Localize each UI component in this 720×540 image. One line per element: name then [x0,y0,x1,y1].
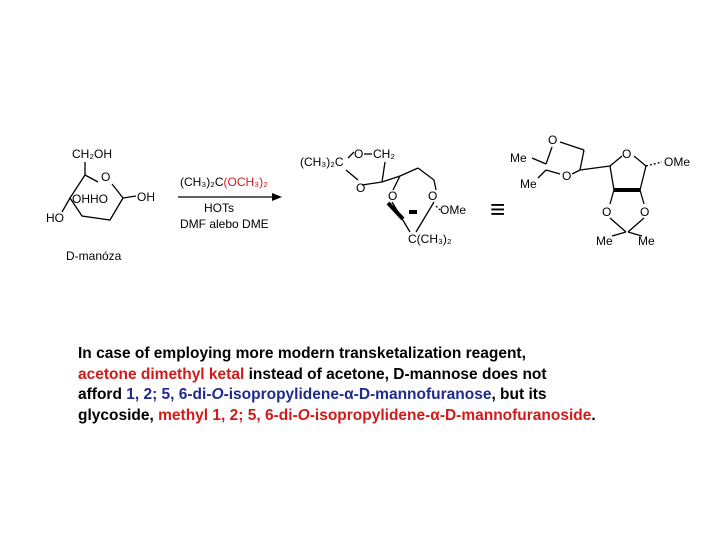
catalyst-label: HOTs [204,201,234,215]
caption-line-2: acetone dimethyl ketal instead of aceton… [78,365,547,383]
acetonide-o-right: O [640,205,649,219]
bond [559,141,585,151]
reaction-scheme: CH₂OH O OH OHHO HO D-manóza (CH₃)₂C(OCH₃… [46,133,690,263]
d-mannose-structure: CH₂OH O OH OHHO HO D-manóza [46,147,155,263]
mannofuranoside-term: methyl 1, 2; 5, 6-di-O-isopropylidene-α-… [158,406,592,424]
product-o-side-label: O [356,181,365,195]
product-top-cme2-label: (CH₃)₂C [300,155,344,169]
solvent-label: DMF alebo DME [180,217,269,231]
arrowhead [272,193,282,201]
product-o-left-label: O [388,189,397,203]
bond [609,165,615,191]
haworth-ome-label: OMe [664,155,690,169]
bond [639,189,645,205]
haworth-structure: Me Me O O O OMe O O Me Me [510,133,690,248]
reagent-label: (CH₃)₂C(OCH₃)₂ [180,175,268,189]
pyranose-ring [69,174,124,221]
bond [639,165,647,191]
acetonide-o-left: O [602,205,611,219]
bond [381,175,401,183]
ohho-label: OHHO [72,192,108,206]
dashed-bond [645,161,663,167]
me-label-2: Me [520,177,537,191]
bond [399,167,419,177]
bond [433,179,437,191]
bond [361,181,383,186]
bond [571,169,581,175]
mannofuranose-term: 1, 2; 5, 6-di-O-isopropylidene-α-D-manno… [126,386,492,403]
bond [627,231,643,237]
bond [345,169,359,181]
me-label-4: Me [638,234,655,248]
bond [122,195,137,199]
bond [609,217,627,233]
bond [545,169,561,175]
product-o-top-label: O [354,147,363,161]
bond [537,169,547,179]
me-label-1: Me [510,151,527,165]
bond [392,175,401,191]
bond [611,231,627,237]
bond [347,151,355,159]
bond [579,165,611,171]
reaction-arrow-group: (CH₃)₂C(OCH₃)₂ HOTs DMF alebo DME [178,175,282,231]
product-o-right-label: O [428,189,437,203]
bond [84,174,99,183]
oh-anomeric-label: OH [137,190,155,204]
caption-line-4: glycoside, methyl 1, 2; 5, 6-di-O-isopro… [78,406,596,424]
bond [415,201,435,233]
wedge-bond [386,201,405,221]
dashed-bond [435,205,441,211]
caption-line-1: In case of employing more modern transke… [78,345,526,362]
product-bottom-cme2-label: C(CH₃)₂ [408,232,452,246]
bond [417,167,435,181]
caption-text: In case of employing more modern transke… [78,344,698,426]
equivalence-sign: ≡ [490,194,505,224]
furanose-ring-o: O [622,147,631,161]
bond [531,157,547,165]
acetone-dimethyl-ketal-term: acetone dimethyl ketal [78,365,245,383]
dioxolane-o-bottom: O [562,169,571,183]
product-ch2-label: CH₂ [373,147,395,161]
bond [633,155,647,167]
bond [61,197,71,213]
bond [545,146,553,165]
dioxolane-o-top: O [548,133,557,147]
me-label-3: Me [596,234,613,248]
bond [609,155,623,167]
caption-line-3: afford 1, 2; 5, 6-di-O-isopropylidene-α-… [78,386,547,403]
ch2oh-label: CH₂OH [72,147,112,161]
bond [609,189,615,205]
ring-oxygen-label: O [101,170,110,184]
bond [579,149,585,171]
ho-label: HO [46,211,64,225]
bond [627,217,645,233]
product-ome-label: OMe [440,203,466,217]
bond [381,161,386,183]
d-mannose-name: D-manóza [66,249,122,263]
product-structure: (CH₃)₂C O CH₂ O O O OMe C(CH₃)₂ [300,147,466,246]
